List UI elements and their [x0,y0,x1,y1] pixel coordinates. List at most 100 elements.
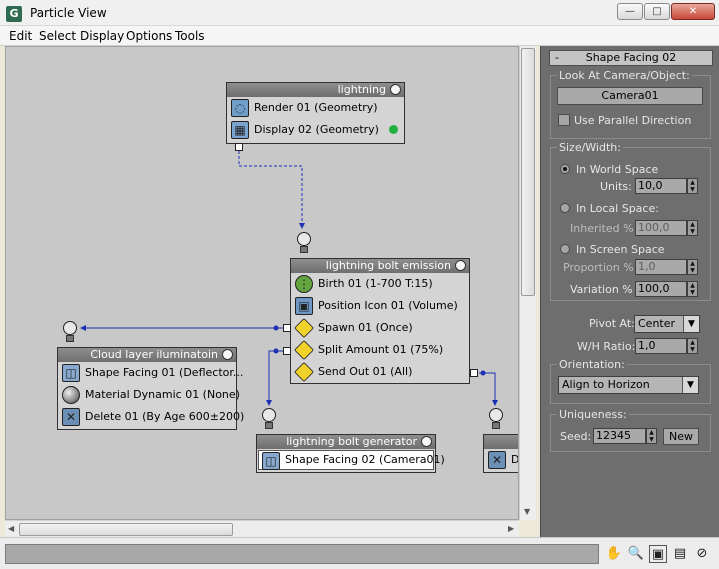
maximize-button[interactable]: □ [644,3,670,20]
test-output-port-spawn[interactable] [283,324,291,332]
no-zoom-icon[interactable]: ⊘ [696,546,708,561]
output-port[interactable] [235,143,243,151]
input-connector [66,335,74,342]
particle-flow-canvas[interactable]: lightning ◌Render 01 (Geometry) ▦Display… [5,46,519,520]
operator-delete[interactable]: ✕D [484,449,518,471]
new-seed-button[interactable]: New [663,428,699,445]
in-local-space-radio[interactable] [560,203,570,213]
inherited-field[interactable]: 100,0 [635,220,687,236]
status-field [5,544,599,564]
lightbulb-icon[interactable] [421,436,432,447]
wire-split-to-generator [268,350,288,404]
input-pin[interactable] [489,408,503,422]
menu-options[interactable]: Options [126,29,173,43]
event-node-lightning-bolt-emission[interactable]: lightning bolt emission ⋮Birth 01 (1-700… [290,258,470,384]
zoom-region-icon[interactable]: ▣ [649,545,667,563]
units-field[interactable]: 10,0 [635,178,687,194]
pivot-at-dropdown[interactable]: Center ▼ [634,315,700,333]
chevron-down-icon[interactable]: ▼ [683,316,699,332]
operator-material-dynamic[interactable]: Material Dynamic 01 (None) [58,384,240,406]
input-pin[interactable] [63,321,77,335]
spinner-arrows-icon[interactable]: ▲▼ [687,178,698,194]
test-split-amount[interactable]: Split Amount 01 (75%) [291,339,469,361]
lightbulb-icon[interactable] [455,260,466,271]
spinner-arrows-icon[interactable]: ▲▼ [687,220,698,236]
status-bar: ✋ 🔍 ▣ ▤ ⊘ [0,537,719,569]
wire-joint [480,370,486,376]
test-send-out[interactable]: Send Out 01 (All) [291,361,469,383]
menu-tools[interactable]: Tools [175,29,205,43]
proportion-spinner[interactable]: 1,0 ▲▼ [635,259,699,275]
lightbulb-icon[interactable] [390,84,401,95]
seed-field[interactable]: 12345 [593,428,646,444]
node-header[interactable]: lightning bolt emission [291,259,469,273]
close-button[interactable]: ✕ [671,3,715,20]
scroll-down-icon[interactable]: ▼ [524,507,531,516]
operator-shape-facing-01[interactable]: ◫Shape Facing 01 (Deflector... [58,362,243,384]
event-node-lightning-bolt-generator[interactable]: lightning bolt generator ◫Shape Facing 0… [256,434,445,473]
menu-select[interactable]: Select [39,29,77,43]
parameters-panel: - Shape Facing 02 Look At Camera/Object:… [540,46,719,537]
proportion-label: Proportion % [563,261,634,274]
input-pin[interactable] [262,408,276,422]
operator-position-icon[interactable]: ▣Position Icon 01 (Volume) [291,295,469,317]
test-output-port-split[interactable] [283,347,291,355]
horizontal-scrollbar[interactable]: ◀ ▶ [5,520,519,537]
test-output-port-send-out[interactable] [470,369,478,377]
in-screen-space-radio[interactable] [560,244,570,254]
event-node-partial[interactable]: ✕D [483,434,518,473]
node-header[interactable]: Cloud layer iluminatoin [58,348,236,362]
event-node-cloud-layer[interactable]: Cloud layer iluminatoin ◫Shape Facing 01… [57,347,244,430]
scroll-right-icon[interactable]: ▶ [508,524,515,533]
seed-spinner[interactable]: 12345 ▲▼ [593,428,659,444]
menu-edit[interactable]: Edit [9,29,33,43]
wire-joint [273,325,279,331]
operator-label: Render 01 (Geometry) [254,101,378,114]
input-pin[interactable] [297,232,311,246]
look-at-group [550,75,711,139]
proportion-field[interactable]: 1,0 [635,259,687,275]
variation-spinner[interactable]: 100,0 ▲▼ [635,281,699,297]
lightbulb-icon[interactable] [222,349,233,360]
operator-render[interactable]: ◌Render 01 (Geometry) [227,97,404,119]
wh-ratio-spinner[interactable]: 1,0 ▲▼ [635,338,699,354]
event-node-lightning[interactable]: lightning ◌Render 01 (Geometry) ▦Display… [226,82,405,144]
node-header[interactable] [484,435,518,449]
menu-display[interactable]: Display [80,29,125,43]
scroll-left-icon[interactable]: ◀ [8,524,15,533]
look-at-camera-button[interactable]: Camera01 [557,87,703,105]
vertical-scrollbar[interactable]: ▼ [519,46,536,520]
zoom-icon[interactable]: 🔍 [627,546,645,561]
operator-display[interactable]: ▦Display 02 (Geometry) [227,119,404,141]
pan-hand-icon[interactable]: ✋ [605,546,623,561]
title-bar[interactable]: G Particle View — □ ✕ [0,0,719,26]
spinner-arrows-icon[interactable]: ▲▼ [687,281,698,297]
wh-ratio-field[interactable]: 1,0 [635,338,687,354]
test-spawn[interactable]: Spawn 01 (Once) [291,317,469,339]
horizontal-scroll-thumb[interactable] [19,523,233,536]
spinner-arrows-icon[interactable]: ▲▼ [646,428,657,444]
in-world-space-radio[interactable] [560,164,570,174]
operator-delete[interactable]: ✕Delete 01 (By Age 600±200) [58,406,244,428]
operator-label: Birth 01 (1-700 T:15) [318,277,433,290]
vertical-scroll-thumb[interactable] [521,48,535,296]
use-parallel-checkbox[interactable] [558,114,570,126]
node-header[interactable]: lightning bolt generator [257,435,435,449]
minimize-button[interactable]: — [617,3,643,20]
node-header[interactable]: lightning [227,83,404,97]
display-icon: ▦ [231,121,249,139]
rollout-header-shape-facing[interactable]: - Shape Facing 02 [549,50,713,66]
input-connector [492,422,500,429]
orientation-dropdown[interactable]: Align to Horizon ▼ [558,376,699,394]
orientation-group [550,364,711,404]
variation-field[interactable]: 100,0 [635,281,687,297]
spinner-arrows-icon[interactable]: ▲▼ [687,259,698,275]
zoom-extents-icon[interactable]: ▤ [673,546,687,561]
delete-icon: ✕ [62,408,80,426]
operator-shape-facing-02[interactable]: ◫Shape Facing 02 (Camera01) [258,450,445,470]
inherited-spinner[interactable]: 100,0 ▲▼ [635,220,699,236]
chevron-down-icon[interactable]: ▼ [682,377,698,393]
operator-birth[interactable]: ⋮Birth 01 (1-700 T:15) [291,273,469,295]
units-spinner[interactable]: 10,0 ▲▼ [635,178,699,194]
spinner-arrows-icon[interactable]: ▲▼ [687,338,698,354]
